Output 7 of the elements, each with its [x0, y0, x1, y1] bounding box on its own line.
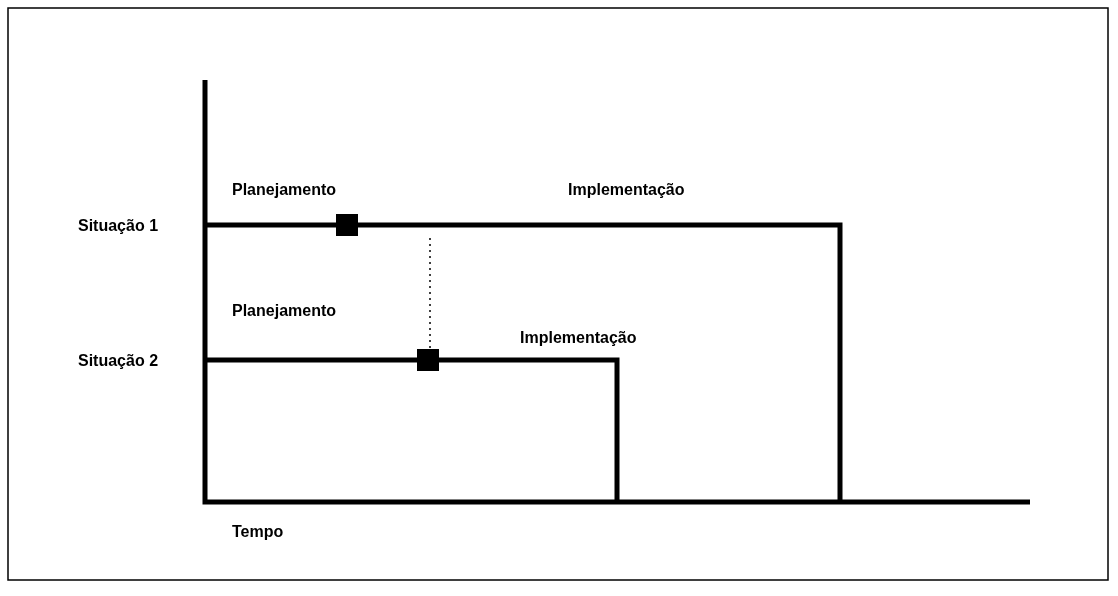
- phase-label: Implementação: [568, 180, 685, 200]
- phase-label: Implementação: [520, 328, 637, 348]
- phase-label: Planejamento: [232, 180, 337, 200]
- row-label: Situação 2: [78, 351, 159, 371]
- row-label: Situação 1: [78, 216, 159, 236]
- axis-label: Tempo: [232, 522, 284, 542]
- phase-label: Planejamento: [232, 301, 337, 321]
